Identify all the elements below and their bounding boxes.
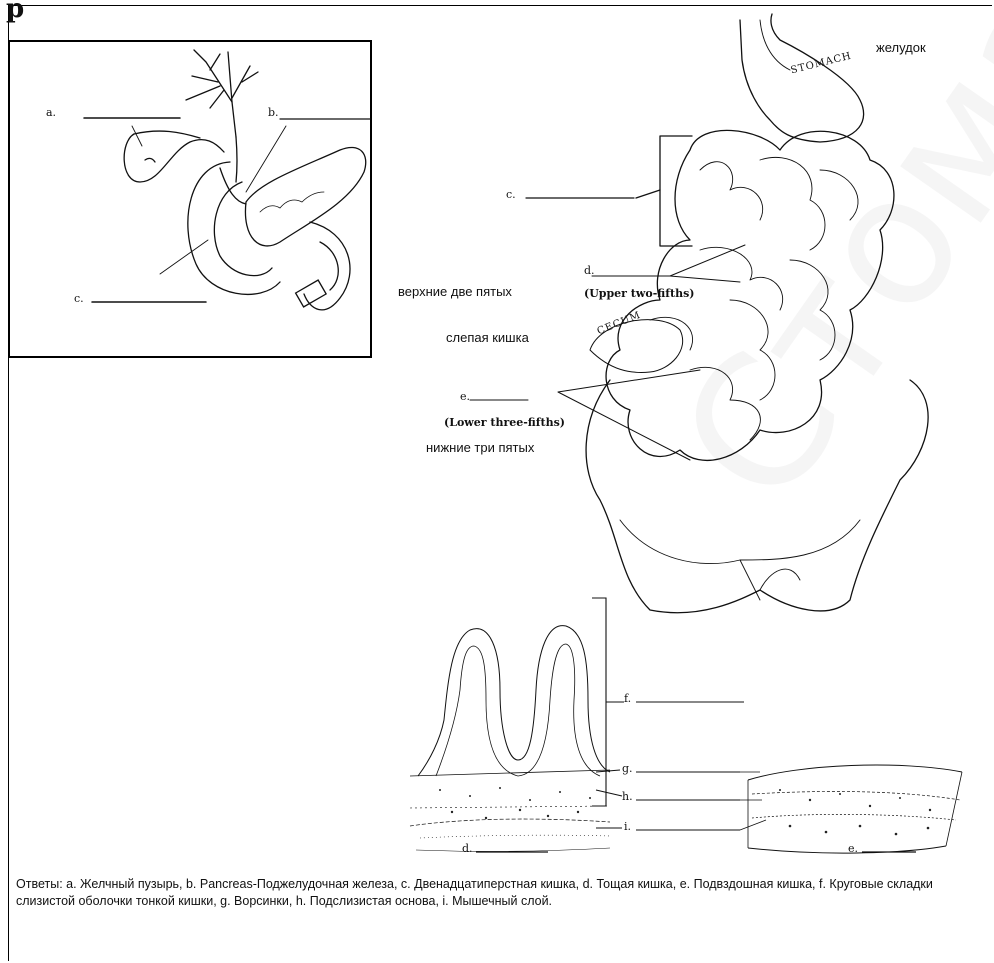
- stomach-ru-label: желудок: [876, 40, 926, 55]
- lower-en-label: (Lower three-fifths): [444, 416, 565, 429]
- label-i: i.: [624, 820, 631, 833]
- label-g: g.: [622, 762, 633, 775]
- label-c: c.: [506, 188, 516, 201]
- pelvis-outline: [586, 380, 928, 613]
- villi-drawing: [410, 598, 962, 853]
- label-f: f.: [624, 692, 631, 705]
- stipple-texture: [439, 787, 931, 835]
- label-d: d.: [584, 264, 595, 277]
- cecum-ru-label: слепая кишка: [446, 330, 529, 345]
- upper-ru-label: верхние две пятых: [398, 284, 512, 299]
- label-d-wall: d.: [462, 842, 473, 855]
- stomach-outline: [740, 14, 864, 142]
- upper-en-label: (Upper two-fifths): [584, 287, 694, 300]
- label-e: e.: [460, 390, 470, 403]
- bracket-c: [660, 136, 692, 246]
- answers-text: Ответы: a. Желчный пузырь, b. Pancreas-П…: [16, 876, 981, 910]
- label-h: h.: [622, 790, 633, 803]
- label-e-wall: e.: [848, 842, 858, 855]
- lower-ru-label: нижние три пятых: [426, 440, 534, 455]
